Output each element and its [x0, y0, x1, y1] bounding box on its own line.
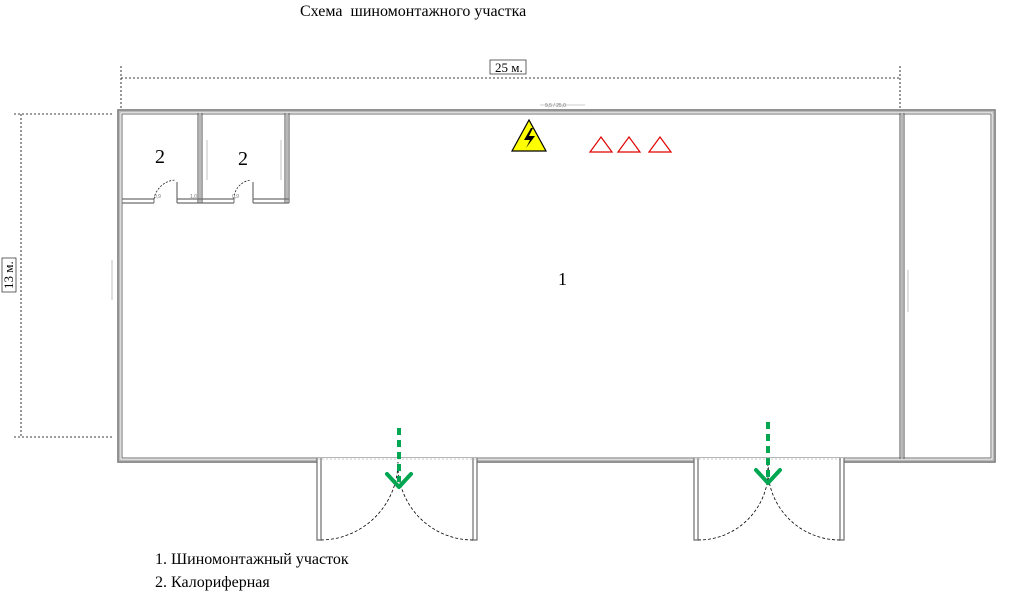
entry-arrow-icon — [754, 422, 782, 485]
svg-text:1,0: 1,0 — [190, 194, 197, 200]
warning-triangles — [588, 135, 673, 153]
high-voltage-warning-icon — [510, 118, 548, 152]
warning-triangle-icon — [616, 135, 642, 153]
height-dimension-label: 13 м. — [1, 261, 16, 289]
entry-arrow-icon — [385, 428, 413, 489]
height-dimension: 13 м. — [1, 113, 112, 438]
room-number-boiler-right: 2 — [238, 148, 248, 170]
warning-triangle-icon — [647, 135, 673, 153]
right-partition-wall — [899, 113, 905, 459]
svg-text:9,5 / 25,0: 9,5 / 25,0 — [545, 103, 566, 109]
width-dimension: 25 м. — [120, 59, 901, 112]
diagram-title: Схема шиномонтажного участка — [300, 3, 527, 20]
legend-item-2: 2. Калориферная — [155, 574, 270, 591]
inner-dimension-marks: 9,5 / 25,0 0,9 1,0 0,9 — [111, 103, 909, 312]
outer-walls — [117, 109, 996, 463]
room-number-boiler-left: 2 — [155, 146, 165, 168]
svg-text:0,9: 0,9 — [154, 194, 161, 200]
legend-item-1: 1. Шиномонтажный участок — [155, 551, 349, 568]
svg-text:0,9: 0,9 — [232, 194, 239, 200]
width-dimension-label: 25 м. — [495, 60, 523, 75]
boiler-rooms — [122, 113, 290, 204]
warning-triangle-icon — [588, 135, 614, 153]
room-number-main: 1 — [558, 269, 567, 289]
